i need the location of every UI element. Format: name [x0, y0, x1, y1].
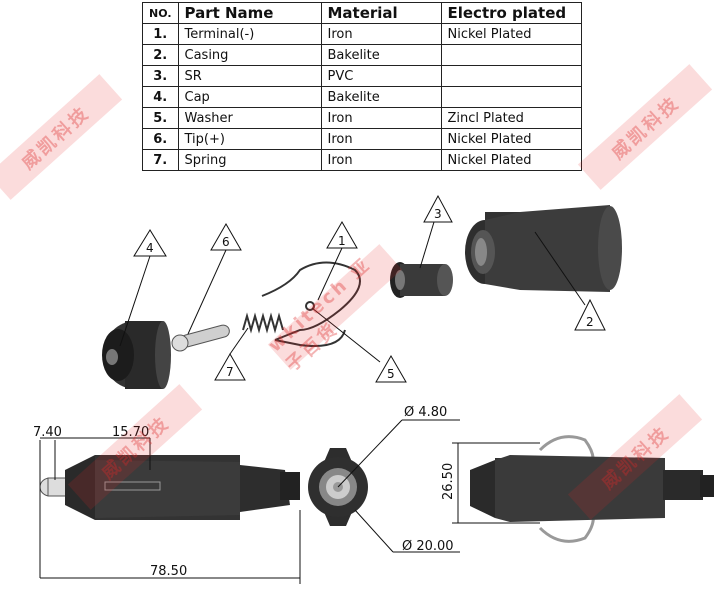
cell-name: Washer: [177, 107, 322, 129]
side-view-right: [470, 435, 714, 543]
dim-label-dia-4-80: Ø 4.80: [404, 405, 447, 420]
callout-1: 1: [317, 220, 358, 301]
dim-dia-4-80: [337, 419, 460, 488]
dim-78-50: [40, 510, 301, 584]
cell-no: 1.: [142, 23, 179, 45]
cap-part: [102, 321, 171, 389]
tip-part: [171, 324, 230, 352]
dim-26-50: [452, 442, 540, 524]
callout-1-label: 1: [338, 234, 346, 248]
sr-part: [390, 262, 453, 298]
callout-3-label: 3: [434, 207, 442, 221]
callout-6: 6: [187, 222, 242, 335]
terminal-part: [261, 261, 361, 347]
dim-label-78-50: 78.50: [150, 564, 187, 579]
cell-no: 3.: [142, 65, 179, 87]
callout-3: 3: [419, 194, 453, 269]
callout-5: 5: [311, 307, 407, 383]
cell-name: Spring: [177, 149, 322, 171]
callout-2-label: 2: [586, 315, 594, 329]
cell-plated: Nickel Plated: [440, 128, 582, 150]
cell-no: 7.: [142, 149, 179, 171]
side-view-left: [39, 455, 300, 520]
callout-7-label: 7: [226, 365, 234, 379]
callout-4: 4: [119, 229, 167, 347]
dim-label-7-40: 7.40: [33, 425, 62, 440]
callout-4-label: 4: [146, 241, 154, 255]
dim-15-70: [70, 437, 151, 470]
callout-2: 2: [534, 231, 606, 331]
callout-6-label: 6: [222, 235, 230, 249]
callout-7: 7: [214, 327, 249, 381]
dim-label-26-50: 26.50: [441, 463, 456, 500]
dim-label-15-70: 15.70: [112, 425, 149, 440]
casing-part: [465, 205, 622, 292]
header-no: NO.: [142, 2, 179, 24]
dim-label-dia-20-00: Ø 20.00: [402, 539, 454, 554]
spring-part: [242, 312, 284, 334]
dim-dia-20-00: [354, 509, 460, 553]
parts-table: NO. Part Name Material Electro plated 1.…: [142, 2, 582, 171]
cell-material: Bakelite: [320, 86, 442, 108]
cell-material: Iron: [320, 149, 442, 171]
dim-7-40: [39, 437, 70, 578]
cell-plated: Nickel Plated: [440, 149, 582, 171]
callout-5-label: 5: [387, 367, 395, 381]
